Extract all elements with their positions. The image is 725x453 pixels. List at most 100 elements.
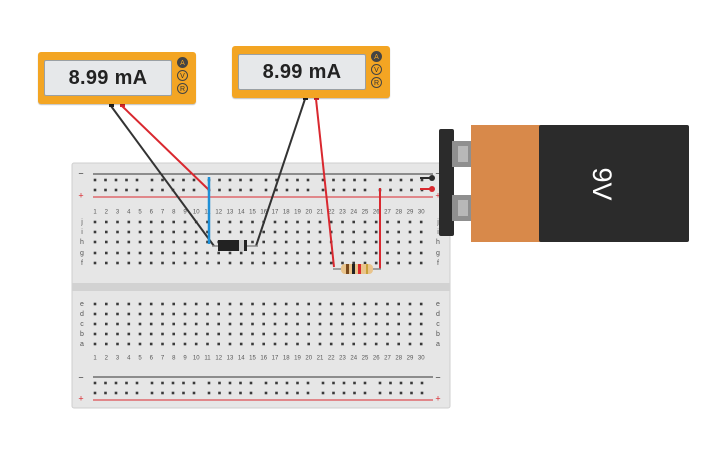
breadboard-hole[interactable] xyxy=(138,342,142,346)
breadboard-hole[interactable] xyxy=(192,188,196,192)
breadboard-hole[interactable] xyxy=(192,381,196,385)
breadboard-hole[interactable] xyxy=(105,261,108,265)
breadboard-hole[interactable] xyxy=(353,391,356,395)
breadboard-hole[interactable] xyxy=(172,322,175,326)
breadboard-hole[interactable] xyxy=(206,261,209,265)
breadboard-hole[interactable] xyxy=(363,302,367,306)
breadboard-hole[interactable] xyxy=(172,220,175,224)
breadboard-hole[interactable] xyxy=(397,240,400,244)
breadboard-hole[interactable] xyxy=(218,188,221,192)
breadboard-hole[interactable] xyxy=(149,322,153,326)
breadboard-hole[interactable] xyxy=(284,342,288,346)
breadboard-hole[interactable] xyxy=(273,230,277,234)
breadboard-hole[interactable] xyxy=(172,230,175,234)
breadboard-hole[interactable] xyxy=(275,391,278,395)
breadboard-hole[interactable] xyxy=(408,240,412,244)
breadboard-hole[interactable] xyxy=(161,261,164,265)
breadboard-hole[interactable] xyxy=(332,178,335,182)
breadboard-hole[interactable] xyxy=(93,312,97,316)
breadboard-hole[interactable] xyxy=(161,302,164,306)
breadboard-hole[interactable] xyxy=(352,322,355,326)
breadboard-hole[interactable] xyxy=(116,322,119,326)
breadboard-hole[interactable] xyxy=(194,312,198,316)
mode-r-button[interactable]: R xyxy=(177,83,188,94)
breadboard-hole[interactable] xyxy=(341,342,344,346)
breadboard-hole[interactable] xyxy=(93,332,97,336)
breadboard-hole[interactable] xyxy=(352,220,355,224)
breadboard-hole[interactable] xyxy=(264,391,268,395)
breadboard-hole[interactable] xyxy=(116,342,119,346)
breadboard-hole[interactable] xyxy=(105,342,108,346)
multimeter-1[interactable]: 8.99 mA A V R xyxy=(38,52,196,104)
breadboard-hole[interactable] xyxy=(116,230,119,234)
breadboard-hole[interactable] xyxy=(321,178,325,182)
breadboard-hole[interactable] xyxy=(135,178,139,182)
breadboard-hole[interactable] xyxy=(239,251,243,255)
breadboard-hole[interactable] xyxy=(161,391,164,395)
breadboard-hole[interactable] xyxy=(397,322,400,326)
breadboard-hole[interactable] xyxy=(374,332,378,336)
breadboard-hole[interactable] xyxy=(138,322,142,326)
mode-a-button[interactable]: A xyxy=(177,57,188,68)
breadboard-hole[interactable] xyxy=(93,261,97,265)
breadboard-hole[interactable] xyxy=(408,342,412,346)
breadboard-hole[interactable] xyxy=(127,332,131,336)
breadboard-hole[interactable] xyxy=(341,230,344,234)
breadboard-hole[interactable] xyxy=(183,240,187,244)
breadboard-hole[interactable] xyxy=(93,178,97,182)
breadboard-hole[interactable] xyxy=(127,302,131,306)
breadboard-hole[interactable] xyxy=(239,322,243,326)
breadboard-hole[interactable] xyxy=(363,322,367,326)
breadboard-hole[interactable] xyxy=(149,332,153,336)
breadboard-hole[interactable] xyxy=(332,381,335,385)
breadboard-hole[interactable] xyxy=(218,391,221,395)
breadboard-hole[interactable] xyxy=(183,220,187,224)
breadboard-hole[interactable] xyxy=(161,240,164,244)
breadboard-hole[interactable] xyxy=(228,230,232,234)
breadboard-hole[interactable] xyxy=(374,322,378,326)
breadboard-hole[interactable] xyxy=(218,178,221,182)
breadboard-hole[interactable] xyxy=(318,342,322,346)
breadboard-hole[interactable] xyxy=(307,261,310,265)
breadboard-hole[interactable] xyxy=(114,391,118,395)
breadboard-hole[interactable] xyxy=(397,332,400,336)
breadboard-hole[interactable] xyxy=(389,178,392,182)
breadboard-hole[interactable] xyxy=(217,220,220,224)
breadboard-hole[interactable] xyxy=(420,381,424,385)
breadboard-hole[interactable] xyxy=(150,391,154,395)
breadboard-hole[interactable] xyxy=(389,188,392,192)
breadboard-hole[interactable] xyxy=(408,322,412,326)
breadboard-hole[interactable] xyxy=(374,302,378,306)
breadboard-hole[interactable] xyxy=(149,261,153,265)
breadboard-hole[interactable] xyxy=(296,178,299,182)
breadboard-hole[interactable] xyxy=(135,391,139,395)
breadboard-hole[interactable] xyxy=(296,220,299,224)
breadboard-hole[interactable] xyxy=(116,251,119,255)
breadboard-hole[interactable] xyxy=(419,240,423,244)
breadboard-hole[interactable] xyxy=(307,220,310,224)
breadboard-hole[interactable] xyxy=(116,312,119,316)
breadboard-hole[interactable] xyxy=(171,381,175,385)
breadboard-hole[interactable] xyxy=(217,342,220,346)
breadboard-hole[interactable] xyxy=(217,312,220,316)
breadboard-hole[interactable] xyxy=(228,332,232,336)
breadboard-hole[interactable] xyxy=(206,342,209,346)
breadboard-hole[interactable] xyxy=(307,332,310,336)
breadboard-hole[interactable] xyxy=(318,322,322,326)
breadboard-hole[interactable] xyxy=(249,188,253,192)
breadboard[interactable]: 1122334455667788991010111112121313141415… xyxy=(71,162,451,409)
breadboard-hole[interactable] xyxy=(161,312,164,316)
breadboard-hole[interactable] xyxy=(228,322,232,326)
breadboard-hole[interactable] xyxy=(251,302,254,306)
breadboard-hole[interactable] xyxy=(408,251,412,255)
breadboard-hole[interactable] xyxy=(149,251,153,255)
breadboard-hole[interactable] xyxy=(228,342,232,346)
breadboard-hole[interactable] xyxy=(262,312,265,316)
breadboard-hole[interactable] xyxy=(329,342,333,346)
breadboard-hole[interactable] xyxy=(419,312,423,316)
breadboard-hole[interactable] xyxy=(172,302,175,306)
breadboard-hole[interactable] xyxy=(194,240,198,244)
breadboard-hole[interactable] xyxy=(192,178,196,182)
breadboard-hole[interactable] xyxy=(264,188,268,192)
breadboard-hole[interactable] xyxy=(342,391,346,395)
